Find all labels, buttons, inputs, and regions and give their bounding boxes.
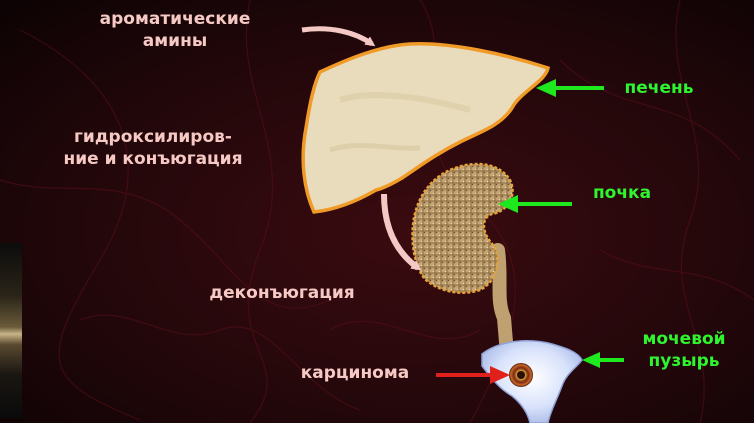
side-photo-fragment (0, 243, 22, 418)
label-liver: печень (604, 77, 714, 99)
label-aromatic-amines-line1: ароматические (64, 8, 286, 30)
ureter (498, 250, 506, 342)
label-aromatic-amines-line2: амины (64, 30, 286, 52)
label-bladder-line2: пузырь (624, 350, 744, 372)
label-bladder: мочевой пузырь (624, 328, 744, 372)
label-aromatic-amines: ароматические амины (64, 8, 286, 52)
label-kidney: почка (572, 182, 672, 204)
label-bladder-line1: мочевой (624, 328, 744, 350)
label-hydroxylation: гидроксилиров- ние и конъюгация (2, 126, 304, 170)
label-hydroxylation-line1: гидроксилиров- (2, 126, 304, 148)
label-carcinoma: карцинома (270, 362, 440, 384)
label-deconjugation: деконъюгация (172, 282, 392, 304)
carcinoma-core (517, 371, 525, 379)
label-hydroxylation-line2: ние и конъюгация (2, 148, 304, 170)
